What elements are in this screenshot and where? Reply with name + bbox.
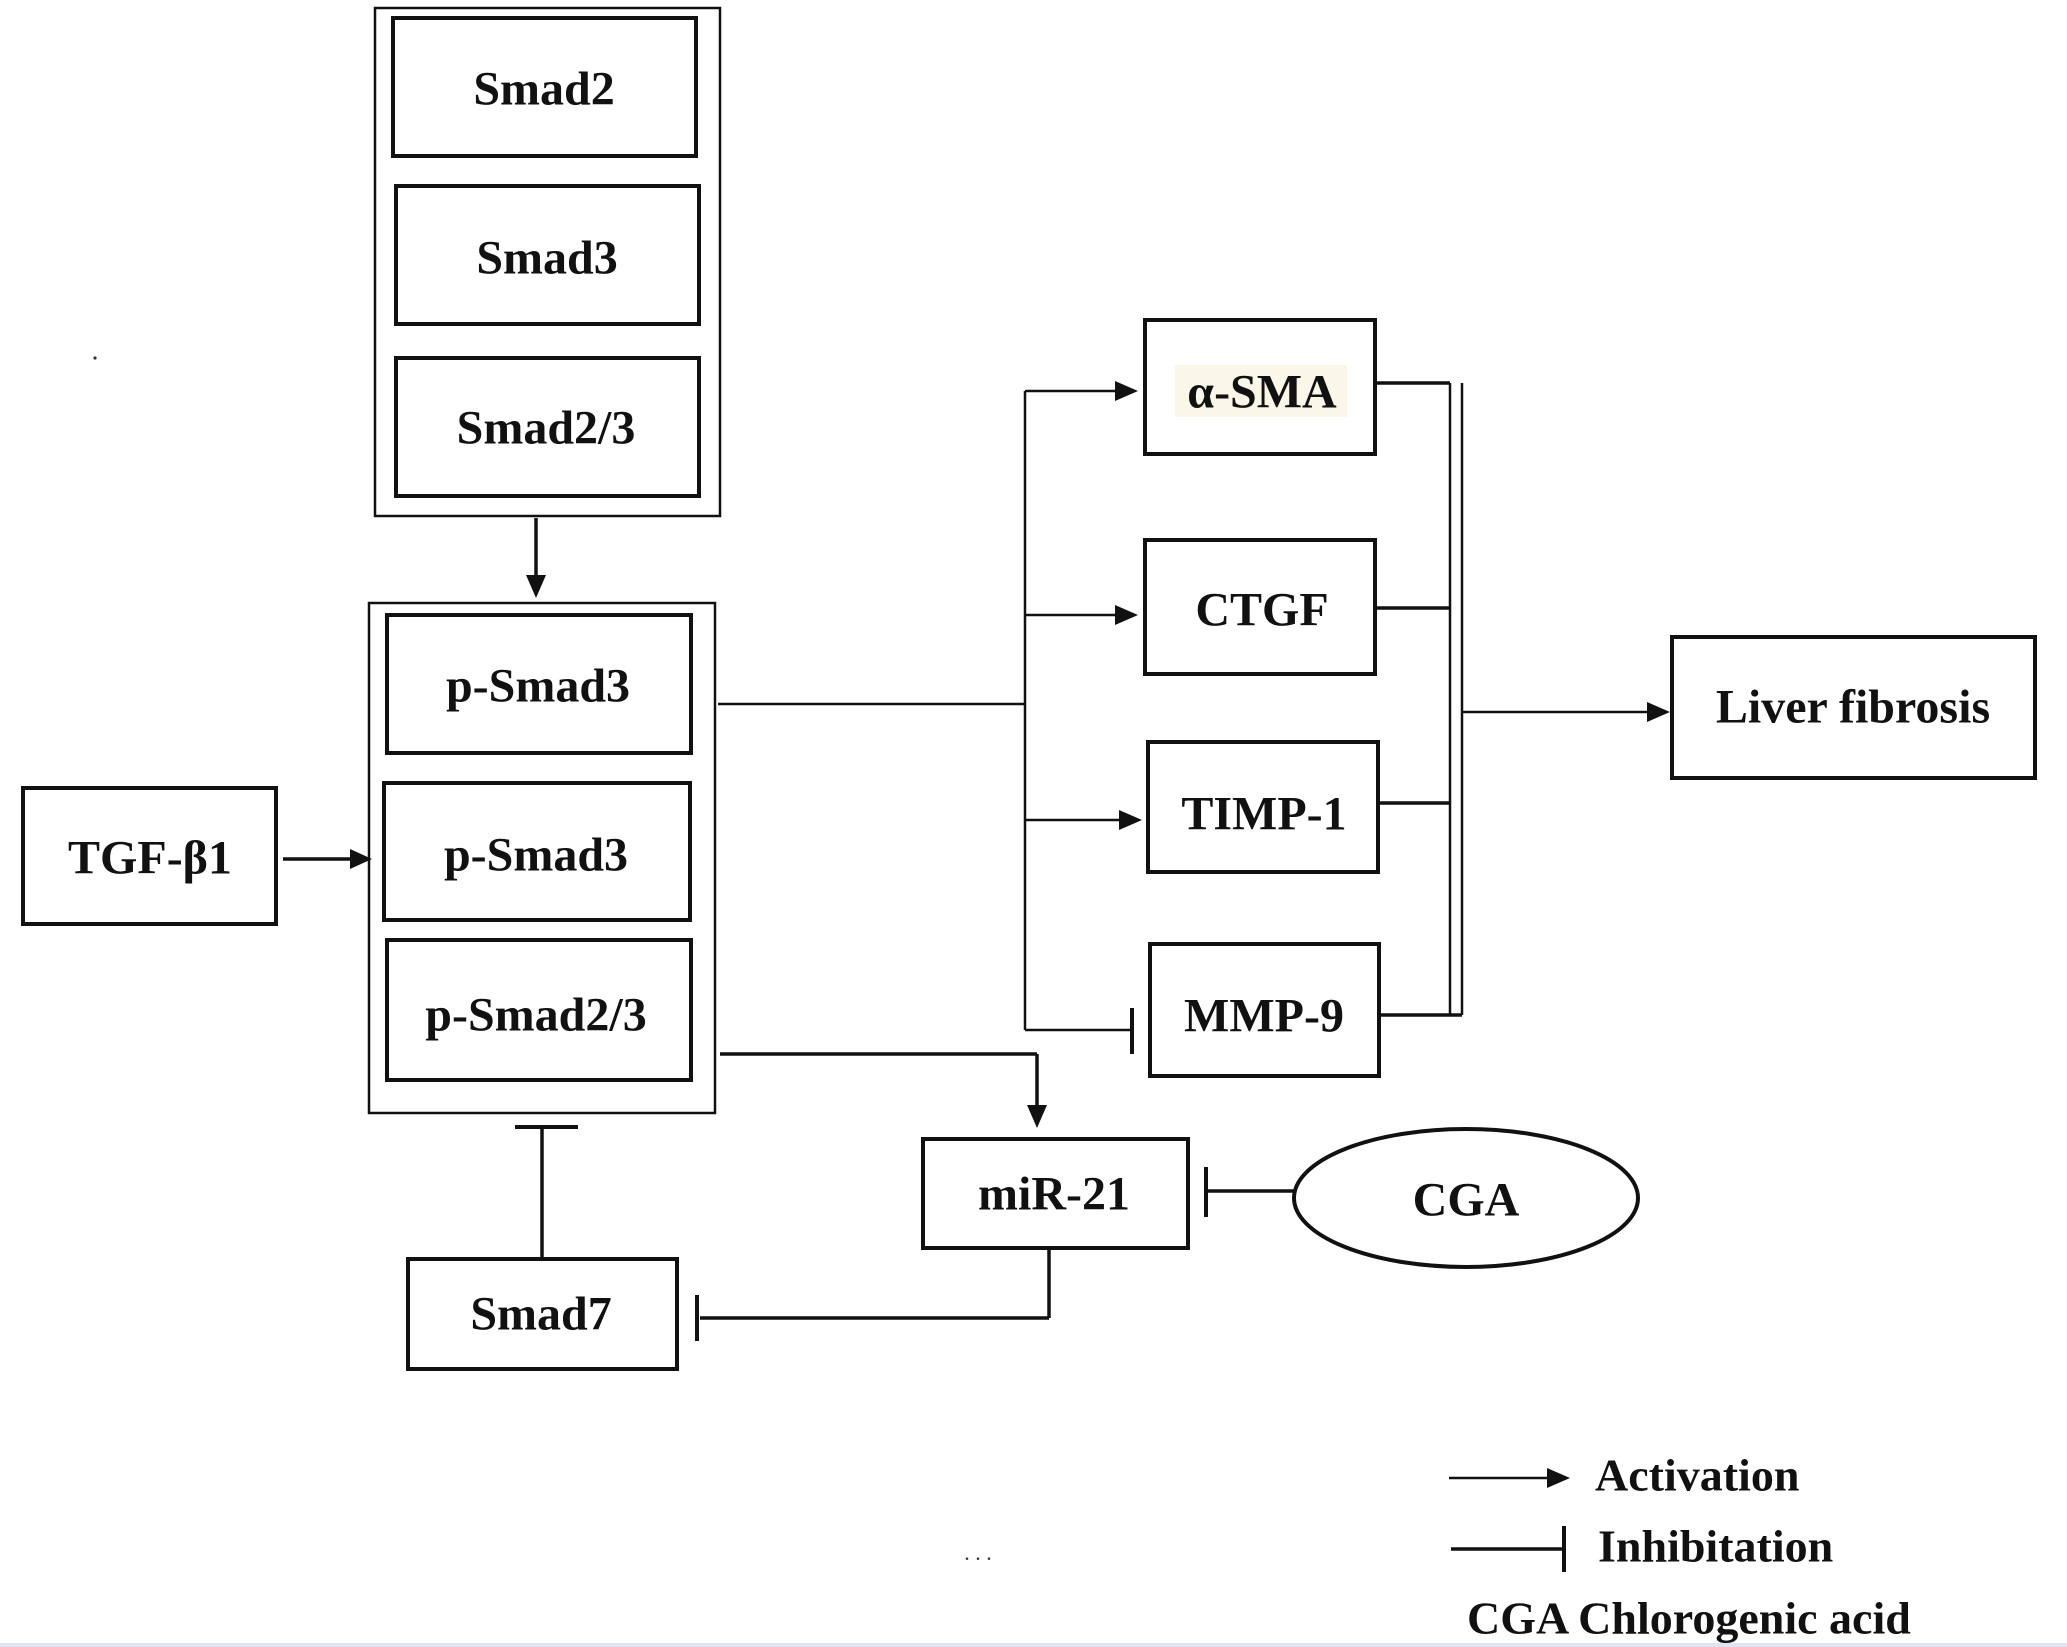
mmp9-label: MMP-9 — [1184, 990, 1344, 1043]
liver-fibrosis-node — [1670, 635, 2037, 780]
psmad23-to-mir21-arrowhead — [1027, 1105, 1047, 1128]
trunk-to-timp1-arrowhead — [1119, 810, 1142, 830]
p-smad3-node-a — [385, 613, 693, 755]
a-sma-label: α-SMA — [1187, 366, 1337, 419]
smad2-node — [391, 16, 698, 158]
mmp9-node — [1148, 942, 1381, 1078]
legend-abbreviation: CGA Chlorogenic acid — [1467, 1593, 1911, 1644]
p-smad3-label-a: p-Smad3 — [446, 660, 630, 713]
stray-ellipsis: . . . — [964, 1540, 992, 1565]
stray-dot — [93, 356, 97, 360]
ctgf-node — [1143, 538, 1377, 676]
smad23-node — [394, 356, 701, 498]
smad3-label: Smad3 — [476, 232, 617, 285]
p-smad23-node — [385, 938, 693, 1082]
cga-node — [1292, 1127, 1640, 1269]
tgf-b1-node — [21, 786, 278, 926]
legend-activation-arrowhead — [1547, 1468, 1570, 1488]
bottom-edge-strip — [0, 1643, 2067, 1647]
timp1-label: TIMP-1 — [1181, 788, 1346, 841]
liver-fibrosis-label: Liver fibrosis — [1716, 681, 1990, 734]
p-smad3-label-b: p-Smad3 — [444, 829, 628, 882]
trunk-to-ctgf-arrowhead — [1115, 605, 1138, 625]
legend-activation-label: Activation — [1595, 1450, 1799, 1501]
smad23-label: Smad2/3 — [457, 402, 636, 455]
p-smad23-label: p-Smad2/3 — [425, 989, 646, 1042]
smad2-label: Smad2 — [473, 63, 614, 116]
cga-label: CGA — [1413, 1174, 1520, 1227]
tgf-b1-label: TGF-β1 — [68, 832, 232, 885]
tgf-b1-to-psmad-arrowhead — [350, 849, 372, 869]
trunk-to-a-sma-arrowhead — [1115, 381, 1138, 401]
mir21-node — [921, 1137, 1190, 1250]
smad-to-psmad-arrowhead — [526, 575, 546, 598]
timp1-node — [1146, 740, 1380, 874]
smad3-node — [394, 184, 701, 326]
legend-inhibition-label: Inhibitation — [1598, 1521, 1833, 1572]
smad7-node — [406, 1257, 679, 1371]
ctgf-label: CTGF — [1195, 584, 1328, 637]
collector-to-fibrosis-arrowhead — [1647, 702, 1670, 722]
a-sma-label-highlight — [1175, 365, 1347, 417]
smad7-label: Smad7 — [470, 1288, 611, 1341]
p-smad3-node-b — [382, 781, 692, 922]
mir21-label: miR-21 — [978, 1168, 1130, 1221]
